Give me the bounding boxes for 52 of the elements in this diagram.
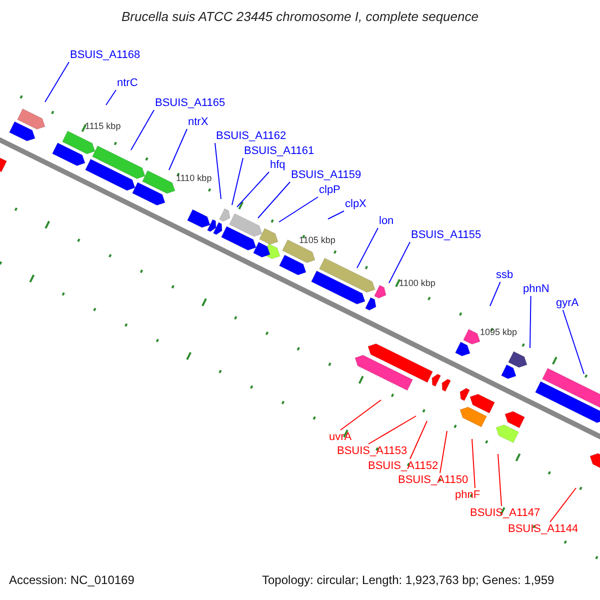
leader-line: [44, 62, 70, 102]
leader-line: [106, 90, 116, 106]
scale-label: 1100 kbp: [399, 277, 436, 290]
leader-line: [130, 110, 154, 150]
leader-line: [168, 128, 188, 170]
gene-label: BSUIS_A1147: [470, 507, 540, 520]
leader-line: [530, 296, 532, 348]
leader-line: [236, 172, 270, 208]
gene-label: ntrX: [188, 116, 208, 129]
scale-label: 1110 kbp: [176, 172, 212, 185]
gene-label: lon: [379, 215, 394, 228]
gene-label: BSUIS_A1144: [508, 523, 578, 536]
leader-line: [356, 228, 378, 268]
leader-line: [410, 420, 428, 460]
gene-label: BSUIS_A1152: [368, 460, 438, 473]
scale-label: 1095 kbp: [480, 326, 518, 339]
gene-label: BSUIS_A1155: [411, 229, 482, 242]
leader-line: [214, 142, 222, 200]
gene-label: ssb: [496, 269, 514, 282]
gene-label: hfq: [270, 159, 286, 172]
leader-line: [258, 182, 290, 218]
leader-line: [232, 158, 244, 206]
accession-text: Accession: NC_010169: [9, 574, 134, 587]
gene-label: BSUIS_A1162: [216, 130, 286, 143]
gene-label: BSUIS_A1168: [70, 49, 140, 62]
gene-label: clpX: [345, 198, 366, 211]
leader-line: [368, 416, 416, 444]
gene-label: BSUIS_A1165: [155, 97, 226, 110]
gene-label: uvrA: [329, 431, 352, 444]
gene-label: BSUIS_A1159: [291, 169, 362, 182]
leader-line: [328, 210, 344, 220]
leader-line: [498, 454, 502, 506]
chart-title: Brucella suis ATCC 23445 chromosome I, complete sequence: [120, 10, 480, 23]
scale-label: 1105 kbp: [299, 234, 336, 247]
leader-line: [562, 310, 584, 374]
gene-label: BSUIS_A1161: [244, 145, 314, 158]
leader-line: [472, 438, 476, 488]
scale-label: 1115 kbp: [85, 120, 121, 133]
genome-summary-text: Topology: circular; Length: 1,923,763 bp; Genes: 1,959: [262, 574, 554, 587]
gene-label: BSUIS_A1153: [337, 445, 408, 458]
gene-label: phnF: [455, 489, 480, 502]
leader-line: [278, 196, 318, 222]
gene-label: gyrA: [556, 297, 579, 310]
gene-label: clpP: [319, 184, 340, 197]
gene-label: ntrC: [117, 77, 138, 90]
leader-line: [550, 488, 576, 522]
leader-line: [340, 400, 382, 430]
gene-label: phnN: [523, 283, 550, 296]
leader-line: [490, 282, 501, 306]
gene-label: BSUIS_A1150: [398, 474, 468, 487]
leader-line: [440, 430, 448, 474]
leader-line: [388, 242, 410, 284]
